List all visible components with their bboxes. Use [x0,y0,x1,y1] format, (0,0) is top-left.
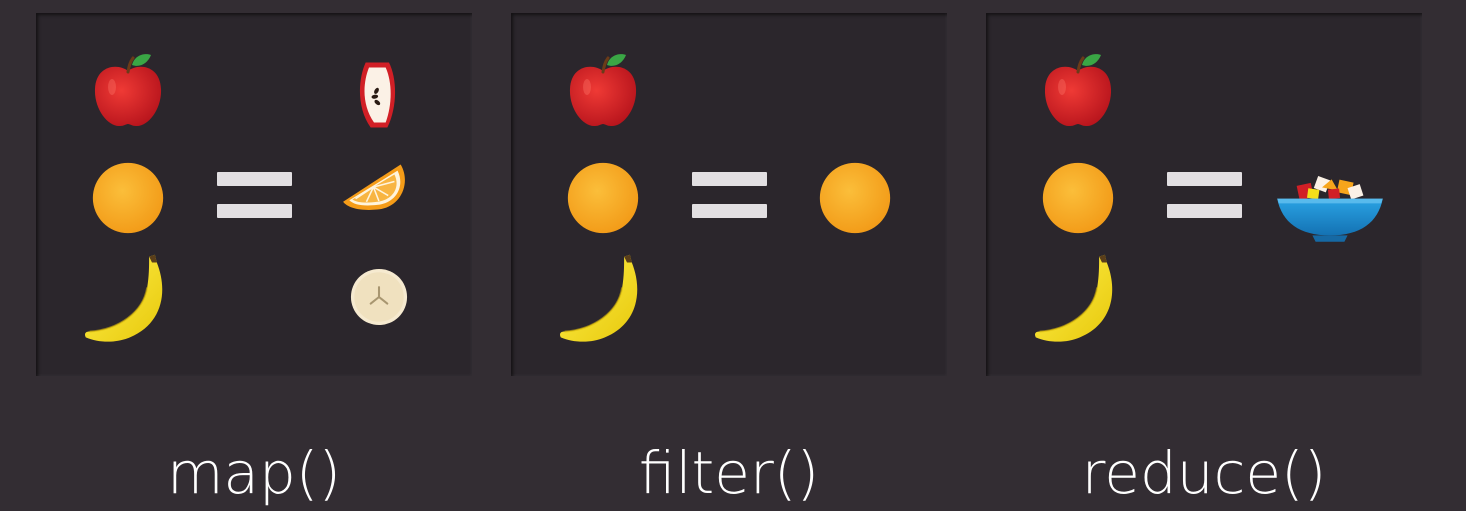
apple-icon [563,51,643,131]
filter-label: filter() [638,439,820,507]
equals-sign [1167,172,1242,219]
filter-panel [511,13,947,376]
banana-slice-icon [346,264,412,330]
orange-icon [817,160,893,236]
banana-icon [80,247,176,347]
orange-icon [90,160,166,236]
reduce-panel [986,13,1422,376]
banana-icon [1030,247,1126,347]
banana-icon [555,247,651,347]
apple-slice-icon [354,57,404,133]
map-panel [36,13,472,376]
apple-icon [1038,51,1118,131]
equals-sign [692,172,767,219]
orange-slice-icon [340,156,410,218]
equals-sign [217,172,292,219]
orange-icon [565,160,641,236]
apple-icon [88,51,168,131]
orange-icon [1040,160,1116,236]
fruit-salad-bowl-icon [1274,173,1386,245]
map-label: map() [166,439,342,507]
reduce-label: reduce() [1081,439,1327,507]
